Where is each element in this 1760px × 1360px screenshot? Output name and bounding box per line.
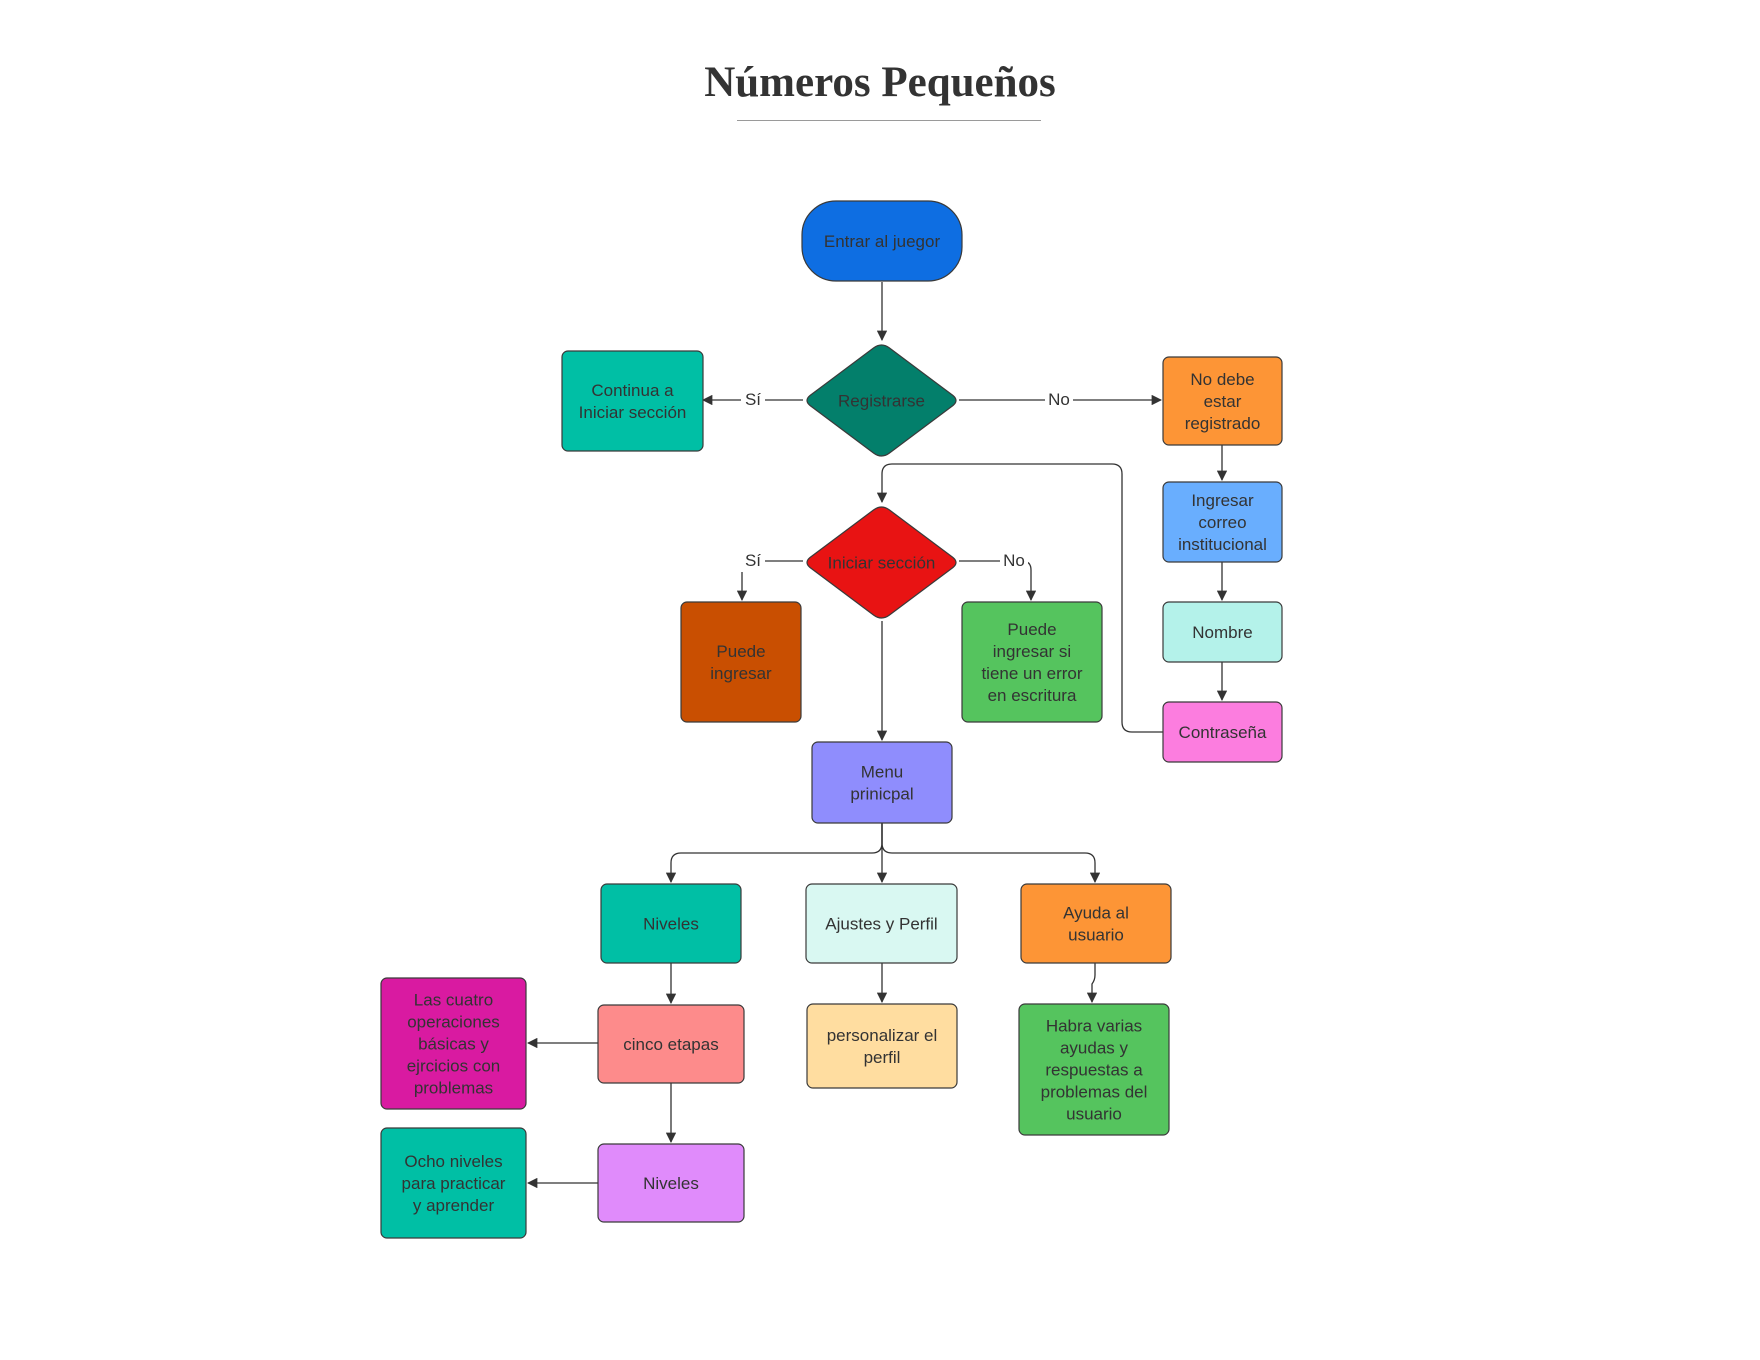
node-ayuda-shape <box>1020 883 1172 964</box>
node-iniciar: Iniciar sección <box>806 506 957 619</box>
diagram-title: Números Pequeños <box>704 59 1056 106</box>
node-puede-ingresar-label: Puede <box>716 642 765 661</box>
node-nombre-label: Nombre <box>1192 623 1252 642</box>
node-no-debe-label: No debe <box>1190 370 1254 389</box>
node-personalizar-label: personalizar el <box>827 1026 938 1045</box>
node-continua-label: Iniciar sección <box>579 403 687 422</box>
node-no-debe-shape <box>1162 356 1283 446</box>
node-cuatro-label: problemas <box>414 1079 493 1098</box>
node-start: Entrar al juegor <box>801 200 963 282</box>
node-habra-label: usuario <box>1066 1105 1122 1124</box>
node-ocho: Ocho niveles para practicar y aprender <box>380 1127 527 1239</box>
node-menu-label: Menu <box>861 763 904 782</box>
node-cinco-label: cinco etapas <box>623 1035 718 1054</box>
node-iniciar-label: Iniciar sección <box>828 554 936 573</box>
node-puede-error: Puede ingresar si tiene un error en escritu… <box>961 601 1103 723</box>
node-ocho-label: Ocho niveles <box>404 1152 502 1171</box>
node-ajustes-label: Ajustes y Perfil <box>825 915 937 934</box>
edge-label-iniciar-si: Sí <box>745 551 761 570</box>
node-continua: Continua a Iniciar sección <box>561 350 704 452</box>
node-ayuda-label: usuario <box>1068 926 1124 945</box>
node-contrasena-label: Contraseña <box>1179 723 1267 742</box>
node-habra-label: respuestas a <box>1045 1061 1143 1080</box>
node-contrasena-shape <box>1162 701 1283 763</box>
node-continua-shape <box>561 350 704 452</box>
node-contrasena: Contraseña <box>1162 701 1283 763</box>
node-puede-ingresar-label: ingresar <box>710 664 772 683</box>
node-menu-label: prinicpal <box>850 785 913 804</box>
node-nombre: Nombre <box>1162 601 1283 663</box>
edge-label-registrarse-si: Sí <box>745 390 761 409</box>
node-puede-error-label: ingresar si <box>993 642 1071 661</box>
node-cinco-shape <box>597 1004 745 1084</box>
node-ayuda: Ayuda al usuario <box>1020 883 1172 964</box>
node-cuatro-label: básicas y <box>418 1035 489 1054</box>
node-personalizar-shape <box>806 1003 958 1089</box>
node-puede-error-label: Puede <box>1007 620 1056 639</box>
node-cuatro-label: Las cuatro <box>414 991 493 1010</box>
node-niveles2-shape <box>597 1143 745 1223</box>
node-ocho-shape <box>380 1127 527 1239</box>
node-cuatro-label: ejrcicios con <box>407 1057 501 1076</box>
node-nombre-shape <box>1162 601 1283 663</box>
node-ajustes-shape <box>805 883 958 964</box>
edge-menu-niveles <box>665 823 883 884</box>
node-ocho-label: para practicar <box>402 1174 506 1193</box>
node-ajustes: Ajustes y Perfil <box>805 883 958 964</box>
node-niveles-shape <box>600 883 742 964</box>
node-cuatro-label: operaciones <box>407 1013 500 1032</box>
edge-ayuda-habra <box>1086 963 1098 1004</box>
node-habra: Habra varias ayudas y respuestas a problema… <box>1018 1003 1170 1136</box>
node-cuatro-shape <box>380 977 527 1110</box>
node-puede-error-label: tiene un error <box>981 664 1082 683</box>
node-cinco: cinco etapas <box>597 1004 745 1084</box>
edge-menu-ayuda <box>881 823 1101 884</box>
node-puede-error-label: en escritura <box>988 686 1077 705</box>
edge-contrasena-iniciar <box>876 463 1163 733</box>
edge-label-iniciar-no: No <box>1003 551 1025 570</box>
title-underline <box>737 120 1041 121</box>
node-personalizar: personalizar el perfil <box>806 1003 958 1089</box>
node-menu: Menu prinicpal <box>811 741 953 824</box>
node-puede-error-shape <box>961 601 1103 723</box>
node-habra-label: problemas del <box>1041 1083 1148 1102</box>
node-ingresar-correo-shape <box>1162 481 1283 563</box>
node-iniciar-shape <box>806 506 957 619</box>
node-registrarse: Registrarse <box>806 344 957 457</box>
node-no-debe-label: registrado <box>1185 414 1261 433</box>
node-start-shape <box>801 200 963 282</box>
node-ingresar-correo-label: Ingresar <box>1191 491 1254 510</box>
node-ingresar-correo: Ingresar correo institucional <box>1162 481 1283 563</box>
node-cuatro: Las cuatro operaciones básicas y ejrcicios … <box>380 977 527 1110</box>
node-no-debe-label: estar <box>1204 392 1242 411</box>
node-puede-ingresar-shape <box>680 601 802 723</box>
node-niveles2: Niveles <box>597 1143 745 1223</box>
node-registrarse-label: Registrarse <box>838 392 925 411</box>
node-ingresar-correo-label: institucional <box>1178 535 1267 554</box>
node-niveles2-label: Niveles <box>643 1174 699 1193</box>
node-ingresar-correo-label: correo <box>1198 513 1246 532</box>
edge-label-registrarse-no: No <box>1048 390 1070 409</box>
node-registrarse-shape <box>806 344 957 457</box>
node-menu-shape <box>811 741 953 824</box>
node-puede-ingresar: Puede ingresar <box>680 601 802 723</box>
node-continua-label: Continua a <box>591 381 674 400</box>
node-habra-shape <box>1018 1003 1170 1136</box>
node-no-debe: No debe estar registrado <box>1162 356 1283 446</box>
node-habra-label: Habra varias <box>1046 1017 1142 1036</box>
node-ocho-label: y aprender <box>413 1196 495 1215</box>
node-habra-label: ayudas y <box>1060 1039 1129 1058</box>
node-start-label: Entrar al juegor <box>824 232 941 251</box>
node-ayuda-label: Ayuda al <box>1063 904 1129 923</box>
node-personalizar-label: perfil <box>864 1048 901 1067</box>
node-niveles-label: Niveles <box>643 915 699 934</box>
node-niveles: Niveles <box>600 883 742 964</box>
